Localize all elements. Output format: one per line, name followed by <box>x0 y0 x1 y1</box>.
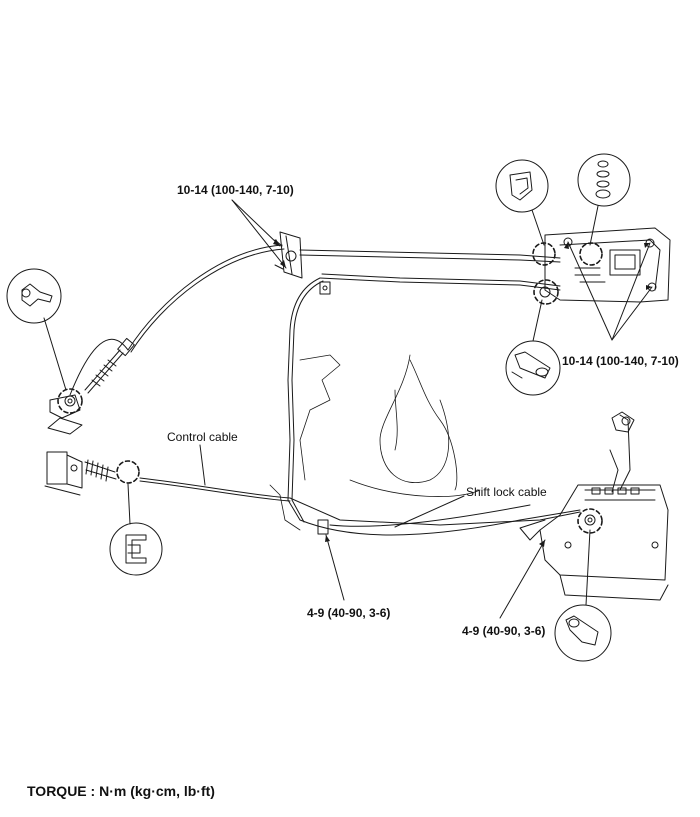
shift-lock-cable-label: Shift lock cable <box>466 485 547 499</box>
cable-clip <box>317 281 331 535</box>
leader-arrowheads <box>273 239 652 547</box>
control-cable-upper <box>69 244 561 396</box>
control-cable-lower <box>84 459 581 526</box>
detail-callouts <box>6 153 631 662</box>
shift-lever-assembly-upper <box>539 227 671 303</box>
transaxle-lever <box>47 394 83 435</box>
torque-units-note: TORQUE : N·m (kg·cm, lb·ft) <box>27 783 215 799</box>
torque-label-grommet: 10-14 (100-140, 7-10) <box>177 183 294 197</box>
floor-panel-outline <box>269 354 481 531</box>
torque-label-cable-clip: 4-9 (40-90, 3-6) <box>307 606 391 620</box>
firewall-grommet <box>274 231 303 279</box>
torque-label-shifter-bolts: 10-14 (100-140, 7-10) <box>562 354 679 368</box>
shift-lever-assembly-lower <box>519 411 669 601</box>
shift-lock-cable <box>287 273 581 536</box>
torque-label-shifter-nut: 4-9 (40-90, 3-6) <box>462 624 546 638</box>
cable-bracket-left <box>44 451 83 496</box>
dashed-highlights <box>57 242 603 534</box>
leader-lines <box>199 199 653 619</box>
control-cable-label: Control cable <box>167 430 238 444</box>
